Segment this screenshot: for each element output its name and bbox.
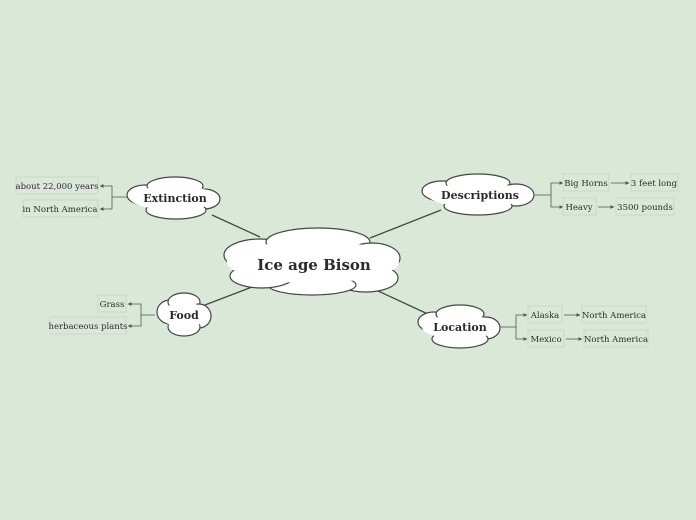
descriptions-item-1[interactable]: Big Horns bbox=[562, 173, 610, 192]
branch-extinction[interactable]: Extinction bbox=[126, 176, 221, 220]
descriptions-item-1-label: Big Horns bbox=[564, 179, 608, 189]
extinction-item-1-label: about 22,000 years bbox=[16, 182, 99, 192]
extinction-item-2[interactable]: in North America bbox=[22, 199, 99, 218]
descriptions-item-2-detail[interactable]: 3500 pounds bbox=[615, 197, 675, 216]
link-central-food bbox=[204, 286, 253, 306]
food-item-2[interactable]: herbaceous plants bbox=[48, 316, 128, 335]
food-label: Food bbox=[169, 309, 199, 322]
branch-food[interactable]: Food bbox=[156, 292, 212, 337]
central-topic[interactable]: Ice age Bison bbox=[223, 227, 401, 296]
link-central-descriptions bbox=[369, 209, 442, 239]
location-item-1[interactable]: Alaska bbox=[527, 305, 563, 324]
location-item-1-detail-label: North America bbox=[582, 311, 646, 321]
food-item-2-label: herbaceous plants bbox=[48, 322, 127, 332]
link-central-location bbox=[375, 289, 431, 316]
branch-location[interactable]: Location bbox=[417, 304, 501, 349]
branch-descriptions[interactable]: Descriptions bbox=[421, 173, 535, 216]
extinction-item-1[interactable]: about 22,000 years bbox=[15, 176, 99, 195]
extinction-item-2-label: in North America bbox=[23, 205, 98, 215]
extinction-label: Extinction bbox=[143, 192, 207, 205]
location-item-2-detail-label: North America bbox=[584, 335, 648, 345]
descriptions-item-2-detail-label: 3500 pounds bbox=[617, 203, 673, 213]
descriptions-item-2-label: Heavy bbox=[565, 203, 592, 213]
location-item-2-label: Mexico bbox=[530, 335, 561, 345]
location-item-1-label: Alaska bbox=[530, 311, 560, 321]
location-item-1-detail[interactable]: North America bbox=[581, 305, 647, 324]
descriptions-item-2[interactable]: Heavy bbox=[562, 197, 597, 216]
food-item-1[interactable]: Grass bbox=[97, 294, 127, 313]
link-central-extinction bbox=[211, 214, 261, 238]
descriptions-item-1-detail[interactable]: 3 feet long bbox=[630, 173, 679, 192]
location-label: Location bbox=[433, 321, 487, 334]
location-item-2[interactable]: Mexico bbox=[527, 329, 565, 348]
descriptions-label: Descriptions bbox=[441, 189, 519, 202]
location-item-2-detail[interactable]: North America bbox=[583, 329, 649, 348]
food-item-1-label: Grass bbox=[100, 300, 125, 310]
descriptions-item-1-detail-label: 3 feet long bbox=[631, 179, 678, 189]
central-topic-label: Ice age Bison bbox=[257, 256, 371, 274]
